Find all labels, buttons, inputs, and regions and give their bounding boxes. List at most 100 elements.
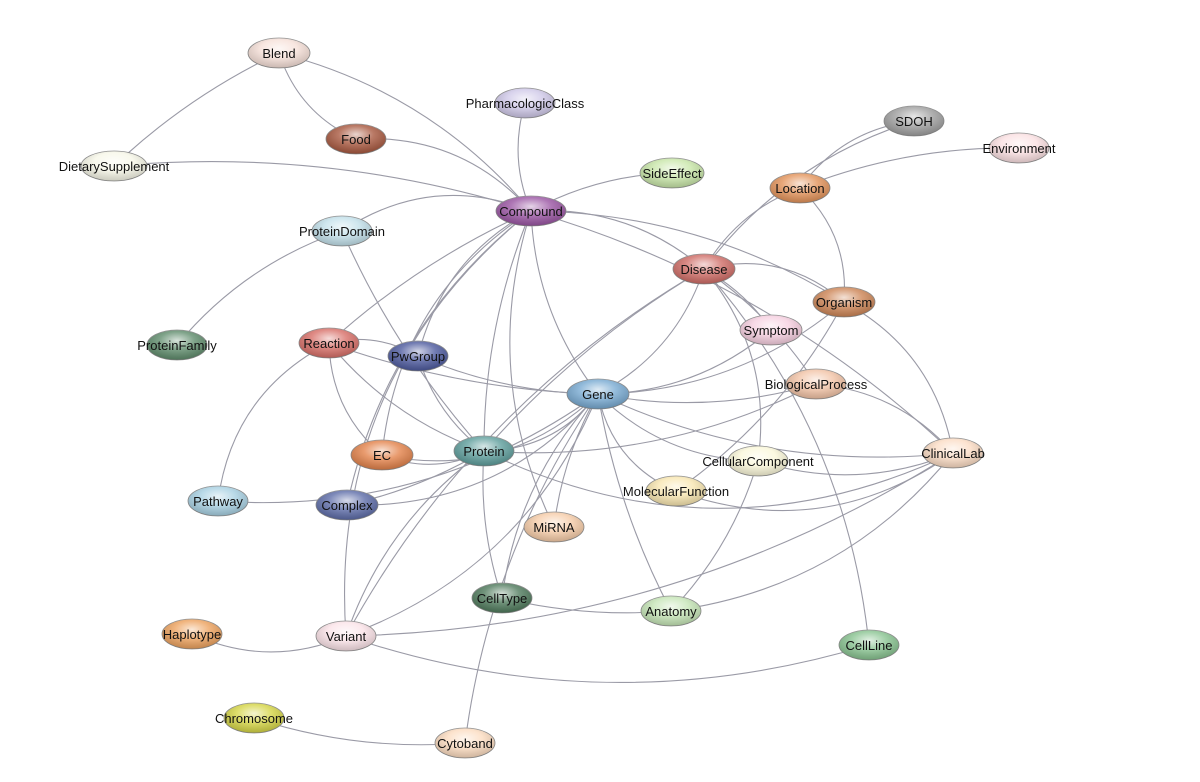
edge-disease-protein <box>483 268 705 452</box>
node-anatomy-label: Anatomy <box>645 604 697 619</box>
edge-compound-protein <box>483 210 532 452</box>
edge-reaction-gene <box>328 342 599 395</box>
node-cytoband-label: Cytoband <box>437 736 493 751</box>
node-protein-family-label: ProteinFamily <box>137 338 217 353</box>
edge-variant-cell-line <box>345 635 870 683</box>
node-layer: BlendPharmacologicClassFoodDietarySupple… <box>59 37 1056 759</box>
node-disease[interactable]: Disease <box>672 253 736 285</box>
node-reaction[interactable]: Reaction <box>298 327 360 359</box>
edge-compound-reaction <box>328 210 532 344</box>
node-symptom-label: Symptom <box>744 323 799 338</box>
node-gene-label: Gene <box>582 387 614 402</box>
node-pharmacologic-class-highlight <box>495 88 555 118</box>
node-food[interactable]: Food <box>325 123 387 155</box>
node-biological-process-label: BiologicalProcess <box>765 377 868 392</box>
node-side-effect[interactable]: SideEffect <box>639 157 705 189</box>
node-location[interactable]: Location <box>769 172 831 204</box>
node-pathway[interactable]: Pathway <box>187 485 249 517</box>
node-ec-highlight <box>351 440 413 470</box>
node-dietary-supplement-highlight <box>81 151 147 181</box>
node-blend-highlight <box>248 38 310 68</box>
node-mirna[interactable]: MiRNA <box>523 511 585 543</box>
node-organism[interactable]: Organism <box>812 286 876 318</box>
node-environment-highlight <box>989 133 1049 163</box>
node-cell-line[interactable]: CellLine <box>838 629 900 661</box>
node-cell-type-highlight <box>472 583 532 613</box>
edge-reaction-ec <box>328 342 383 456</box>
node-food-highlight <box>326 124 386 154</box>
edge-gene-anatomy <box>597 393 672 612</box>
node-pharmacologic-class[interactable]: PharmacologicClass <box>466 87 585 119</box>
node-sdoh-label: SDOH <box>895 114 933 129</box>
node-pw-group-highlight <box>388 341 448 371</box>
node-reaction-highlight <box>299 328 359 358</box>
edge-gene-mirna <box>553 393 599 528</box>
edge-blend-dietary-supplement <box>113 52 280 167</box>
edge-compound-clinical-lab <box>530 210 954 454</box>
node-chromosome-label: Chromosome <box>215 711 293 726</box>
node-variant[interactable]: Variant <box>315 620 377 652</box>
node-compound-highlight <box>496 196 566 226</box>
node-blend[interactable]: Blend <box>247 37 311 69</box>
node-biological-process[interactable]: BiologicalProcess <box>765 368 868 400</box>
node-molecular-function-highlight <box>646 476 706 506</box>
node-food-label: Food <box>341 132 371 147</box>
node-dietary-supplement[interactable]: DietarySupplement <box>59 150 170 182</box>
node-sdoh[interactable]: SDOH <box>883 105 945 137</box>
node-protein[interactable]: Protein <box>453 435 515 467</box>
node-cell-type-label: CellType <box>477 591 528 606</box>
edge-compound-ec <box>381 210 532 456</box>
node-biological-process-highlight <box>786 369 846 399</box>
node-cellular-component[interactable]: CellularComponent <box>702 445 814 477</box>
edge-gene-complex <box>346 393 599 506</box>
node-pathway-highlight <box>188 486 248 516</box>
node-complex[interactable]: Complex <box>315 489 379 521</box>
edge-organism-molecular-function <box>675 301 845 492</box>
node-disease-label: Disease <box>681 262 728 277</box>
node-blend-label: Blend <box>262 46 295 61</box>
node-protein-highlight <box>454 436 514 466</box>
node-protein-domain[interactable]: ProteinDomain <box>299 215 385 247</box>
node-environment[interactable]: Environment <box>983 132 1056 164</box>
edge-gene-pathway <box>217 393 599 504</box>
node-side-effect-label: SideEffect <box>642 166 701 181</box>
node-mirna-highlight <box>524 512 584 542</box>
node-reaction-label: Reaction <box>303 336 354 351</box>
edge-protein-domain-protein-family <box>176 230 343 346</box>
node-cell-line-label: CellLine <box>846 638 893 653</box>
edge-gene-cytoband <box>464 393 599 744</box>
node-variant-highlight <box>316 621 376 651</box>
node-anatomy[interactable]: Anatomy <box>640 595 702 627</box>
node-complex-label: Complex <box>321 498 373 513</box>
edge-clinical-lab-anatomy <box>670 452 954 612</box>
node-molecular-function[interactable]: MolecularFunction <box>623 475 729 507</box>
node-ec[interactable]: EC <box>350 439 414 471</box>
node-protein-family[interactable]: ProteinFamily <box>137 329 217 361</box>
edge-biological-process-protein <box>483 383 817 454</box>
node-chromosome[interactable]: Chromosome <box>215 702 293 734</box>
node-cell-line-highlight <box>839 630 899 660</box>
node-variant-label: Variant <box>326 629 367 644</box>
node-cell-type[interactable]: CellType <box>471 582 533 614</box>
node-organism-highlight <box>813 287 875 317</box>
node-cytoband[interactable]: Cytoband <box>434 727 496 759</box>
node-location-label: Location <box>775 181 824 196</box>
node-ec-label: EC <box>373 448 391 463</box>
node-symptom[interactable]: Symptom <box>739 314 803 346</box>
node-symptom-highlight <box>740 315 802 345</box>
node-compound[interactable]: Compound <box>495 195 567 227</box>
edge-clinical-lab-variant <box>345 452 954 637</box>
node-organism-label: Organism <box>816 295 872 310</box>
node-protein-family-highlight <box>147 330 207 360</box>
node-haplotype[interactable]: Haplotype <box>161 618 223 650</box>
node-haplotype-highlight <box>162 619 222 649</box>
node-pw-group[interactable]: PwGroup <box>387 340 449 372</box>
node-protein-domain-highlight <box>312 216 372 246</box>
edge-compound-gene <box>530 210 599 395</box>
node-gene[interactable]: Gene <box>566 378 630 410</box>
node-protein-label: Protein <box>463 444 504 459</box>
node-clinical-lab[interactable]: ClinicalLab <box>921 437 985 469</box>
node-cellular-component-label: CellularComponent <box>702 454 814 469</box>
edge-food-compound <box>355 138 532 212</box>
